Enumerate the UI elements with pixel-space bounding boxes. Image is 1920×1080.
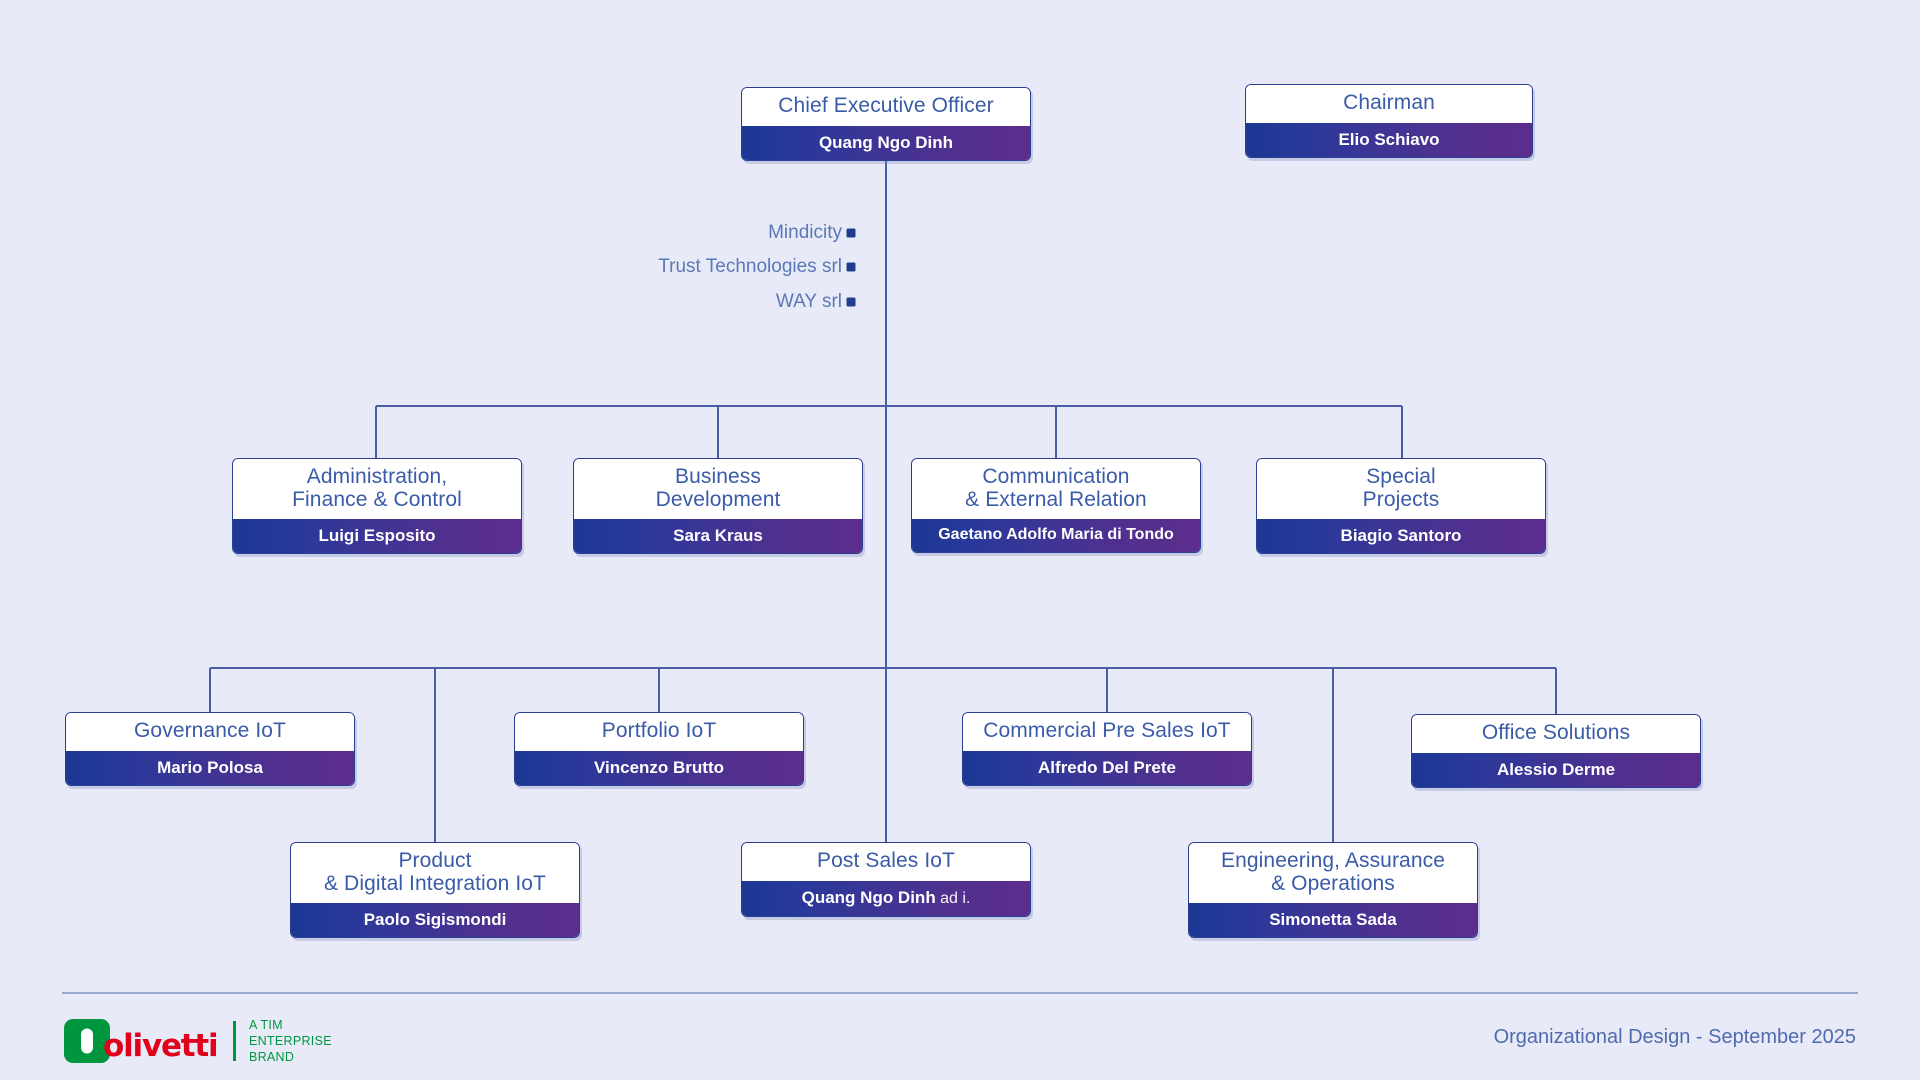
node-person: Vincenzo Brutto	[515, 750, 803, 785]
node-commercial-pre-sales-iot[interactable]: Commercial Pre Sales IoT Alfredo Del Pre…	[962, 712, 1252, 786]
node-administration-finance-control[interactable]: Administration, Finance & Control Luigi …	[232, 458, 522, 555]
node-chairman[interactable]: Chairman Elio Schiavo	[1245, 84, 1533, 158]
node-title: Communication & External Relation	[912, 459, 1200, 520]
node-title: Business Development	[574, 459, 862, 520]
node-person: Alessio Derme	[1412, 752, 1700, 787]
node-person: Sara Kraus	[574, 519, 862, 554]
subsidiary-label-mindicity: Mindicity	[768, 222, 842, 243]
node-person: Paolo Sigismondi	[291, 903, 579, 938]
olivetti-o-mark-icon	[64, 1019, 110, 1063]
node-title: Portfolio IoT	[515, 713, 803, 751]
node-post-sales-iot[interactable]: Post Sales IoT Quang Ngo Dinh ad i.	[741, 842, 1031, 917]
node-business-development[interactable]: Business Development Sara Kraus	[573, 458, 863, 555]
node-person: Elio Schiavo	[1246, 122, 1532, 157]
node-special-projects[interactable]: Special Projects Biagio Santoro	[1256, 458, 1546, 555]
node-title: Administration, Finance & Control	[233, 459, 521, 520]
node-communication-external-relation[interactable]: Communication & External Relation Gaetan…	[911, 458, 1201, 554]
node-product-digital-integration-iot[interactable]: Product & Digital Integration IoT Paolo …	[290, 842, 580, 939]
node-portfolio-iot[interactable]: Portfolio IoT Vincenzo Brutto	[514, 712, 804, 786]
node-person: Quang Ngo Dinh	[742, 125, 1030, 160]
node-person: Simonetta Sada	[1189, 903, 1477, 938]
node-person-main: Quang Ngo Dinh	[801, 887, 936, 907]
node-person: Mario Polosa	[66, 750, 354, 785]
node-engineering-assurance-operations[interactable]: Engineering, Assurance & Operations Simo…	[1188, 842, 1478, 939]
subsidiary-label-trust-technologies: Trust Technologies srl	[658, 256, 842, 277]
node-chief-executive-officer[interactable]: Chief Executive Officer Quang Ngo Dinh	[741, 87, 1031, 161]
node-person: Alfredo Del Prete	[963, 750, 1251, 785]
logo-tagline: A TIM ENTERPRISE BRAND	[248, 1018, 332, 1064]
node-title: Governance IoT	[66, 713, 354, 751]
node-title: Office Solutions	[1412, 715, 1700, 753]
olivetti-logo: olivetti A TIM ENTERPRISE BRAND	[64, 1018, 332, 1064]
node-person: Gaetano Adolfo Maria di Tondo	[912, 519, 1200, 553]
node-title: Chairman	[1246, 85, 1532, 123]
node-person-suffix: ad i.	[935, 889, 971, 907]
footer-caption: Organizational Design - September 2025	[1493, 1026, 1856, 1048]
node-person: Biagio Santoro	[1257, 519, 1545, 554]
node-governance-iot[interactable]: Governance IoT Mario Polosa	[65, 712, 355, 786]
node-title: Commercial Pre Sales IoT	[963, 713, 1251, 751]
subsidiary-marker-way-srl	[846, 297, 856, 307]
node-person: Luigi Esposito	[233, 519, 521, 554]
node-title: Special Projects	[1257, 459, 1545, 520]
node-title: Chief Executive Officer	[742, 88, 1030, 126]
node-person: Quang Ngo Dinh ad i.	[742, 880, 1030, 916]
logo-divider	[233, 1021, 236, 1061]
footer-divider	[62, 992, 1858, 994]
subsidiary-marker-trust-technologies	[846, 262, 856, 272]
node-title: Engineering, Assurance & Operations	[1189, 843, 1477, 904]
node-title: Product & Digital Integration IoT	[291, 843, 579, 904]
subsidiary-marker-mindicity	[846, 228, 856, 238]
subsidiary-label-way-srl: WAY srl	[775, 291, 842, 312]
olivetti-wordmark: olivetti	[103, 1027, 219, 1064]
node-title: Post Sales IoT	[742, 843, 1030, 881]
node-office-solutions[interactable]: Office Solutions Alessio Derme	[1411, 714, 1701, 788]
